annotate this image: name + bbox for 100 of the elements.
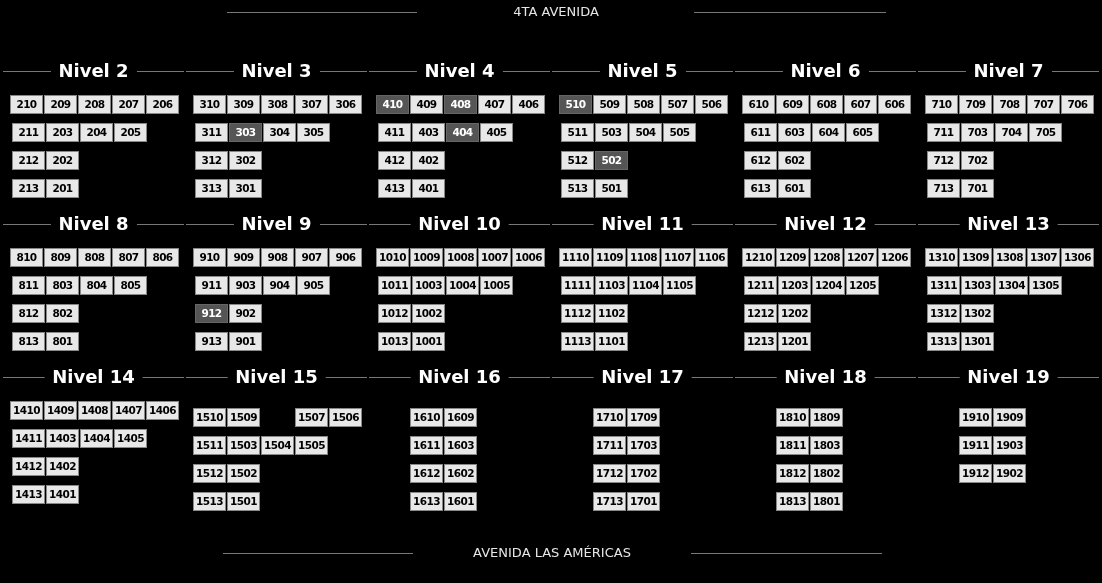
unit-box: 309 [227,95,260,114]
unit-box: 213 [12,179,45,198]
unit-box: 1002 [412,304,445,323]
unit-box: 1504 [261,436,294,455]
unit-box: 1903 [993,436,1026,455]
unit-box: 1501 [227,492,260,511]
unit-box: 311 [195,123,228,142]
unit-box: 1512 [193,464,226,483]
unit-box: 304 [263,123,296,142]
unit-box: 604 [812,123,845,142]
unit-box: 811 [12,276,45,295]
unit-box: 1102 [595,304,628,323]
unit-box: 210 [10,95,43,114]
unit-box: 808 [78,248,111,267]
unit-box: 501 [595,179,628,198]
unit-box: 810 [10,248,43,267]
unit-box: 813 [12,332,45,351]
unit-box: 203 [46,123,79,142]
unit-box: 609 [776,95,809,114]
unit-box: 806 [146,248,179,267]
unit-box: 302 [229,151,262,170]
unit-box: 201 [46,179,79,198]
unit-box: 1203 [778,276,811,295]
unit-box: 905 [297,276,330,295]
unit-box: 1304 [995,276,1028,295]
unit-box: 1309 [959,248,992,267]
unit-box: 610 [742,95,775,114]
unit-box: 1008 [444,248,477,267]
unit-box: 205 [114,123,147,142]
unit-box: 1610 [410,408,443,427]
unit-box: 1711 [593,436,626,455]
unit-box: 1107 [661,248,694,267]
unit-box: 1801 [810,492,843,511]
unit-box: 1312 [927,304,960,323]
unit-box: 1811 [776,436,809,455]
unit-box: 1106 [695,248,728,267]
unit-box: 1013 [378,332,411,351]
unit-box: 701 [961,179,994,198]
unit-box: 611 [744,123,777,142]
unit-box: 908 [261,248,294,267]
unit-box: 1710 [593,408,626,427]
unit-box: 909 [227,248,260,267]
unit-box: 510 [559,95,592,114]
unit-box: 712 [927,151,960,170]
unit-box: 1009 [410,248,443,267]
unit-box: 1003 [412,276,445,295]
unit-box: 1405 [114,429,147,448]
unit-box: 910 [193,248,226,267]
unit-box: 401 [412,179,445,198]
unit-box: 601 [778,179,811,198]
unit-box: 710 [925,95,958,114]
unit-box: 1713 [593,492,626,511]
unit-box: 612 [744,151,777,170]
unit-box: 603 [778,123,811,142]
unit-box: 1111 [561,276,594,295]
unit-box: 404 [446,123,479,142]
unit-box: 911 [195,276,228,295]
unit-box: 1511 [193,436,226,455]
unit-box: 913 [195,332,228,351]
unit-box: 509 [593,95,626,114]
unit-box: 1207 [844,248,877,267]
unit-box: 1006 [512,248,545,267]
unit-box: 704 [995,123,1028,142]
unit-box: 809 [44,248,77,267]
unit-box: 1603 [444,436,477,455]
unit-box: 411 [378,123,411,142]
unit-box: 1410 [10,401,43,420]
unit-box: 1611 [410,436,443,455]
unit-box: 1409 [44,401,77,420]
unit-box: 507 [661,95,694,114]
unit-box: 1902 [993,464,1026,483]
unit-box: 607 [844,95,877,114]
unit-box: 1407 [112,401,145,420]
unit-box: 1803 [810,436,843,455]
unit-box: 1012 [378,304,411,323]
unit-box: 301 [229,179,262,198]
unit-box: 1011 [378,276,411,295]
unit-box: 1212 [744,304,777,323]
unit-box: 206 [146,95,179,114]
unit-box: 807 [112,248,145,267]
unit-box: 907 [295,248,328,267]
unit-box: 1701 [627,492,660,511]
unit-box: 403 [412,123,445,142]
unit-box: 904 [263,276,296,295]
unit-box: 706 [1061,95,1094,114]
unit-box: 1712 [593,464,626,483]
unit-box: 1601 [444,492,477,511]
unit-box: 1810 [776,408,809,427]
street-label: AVENIDA LAS AMÉRICAS [473,545,631,560]
unit-box: 308 [261,95,294,114]
unit-box: 1505 [295,436,328,455]
unit-box: 902 [229,304,262,323]
unit-box: 1213 [744,332,777,351]
unit-box: 705 [1029,123,1062,142]
unit-box: 801 [46,332,79,351]
unit-box: 209 [44,95,77,114]
unit-box: 1303 [961,276,994,295]
unit-box: 608 [810,95,843,114]
unit-box: 402 [412,151,445,170]
unit-box: 1609 [444,408,477,427]
